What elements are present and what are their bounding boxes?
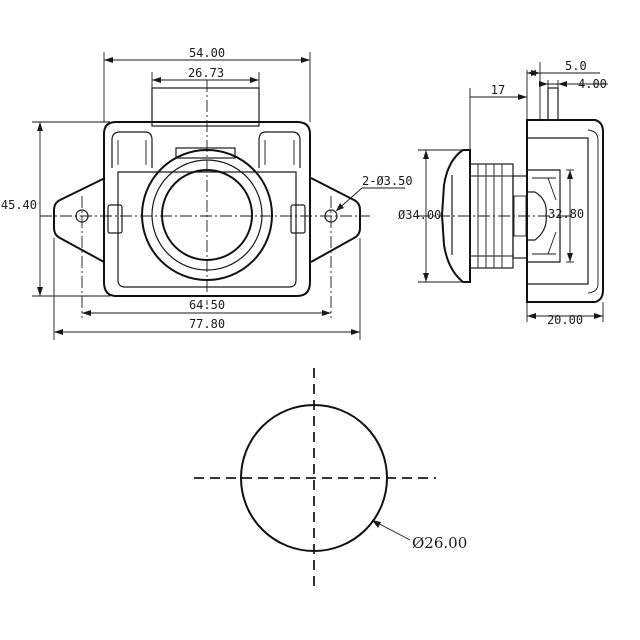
dim-height: 45.40	[1, 198, 37, 212]
side-flange	[440, 149, 471, 283]
dim-width-top: 54.00	[189, 46, 225, 60]
pin	[547, 87, 559, 121]
left-top-block	[111, 131, 153, 168]
front-body-outline	[103, 121, 311, 297]
latch-body	[526, 119, 604, 303]
dim-overall-width: 77.80	[189, 317, 225, 331]
dim-depth: 20.00	[547, 313, 583, 327]
front-body-inner	[117, 171, 297, 288]
hole-callout: 2-Ø3.50	[362, 174, 413, 188]
dim-knob-housing: 26.73	[188, 66, 224, 80]
dim-cutout-diameter: Ø26.00	[412, 534, 467, 552]
dim-flange-diameter: Ø34.00	[398, 208, 441, 222]
right-top-block	[258, 131, 301, 168]
side-view: 17 5.0 4.00 Ø34.00 32.80 20.00	[398, 59, 608, 327]
knob-housing-top	[151, 87, 260, 127]
dim-flange-offset: 17	[491, 83, 505, 97]
dim-pin-width: 4.00	[578, 77, 607, 91]
mounting-flange-outline	[53, 177, 361, 263]
dim-pin-offset: 5.0	[565, 59, 587, 73]
dim-hole-spacing: 64.50	[189, 298, 225, 312]
left-tab	[107, 204, 123, 234]
right-tab	[290, 204, 306, 234]
front-view: 54.00 26.73 45.40 2-Ø3.50 64.50 77.80	[1, 46, 413, 340]
dim-body-height: 32.80	[548, 207, 584, 221]
cutout-view: Ø26.00	[194, 368, 467, 590]
